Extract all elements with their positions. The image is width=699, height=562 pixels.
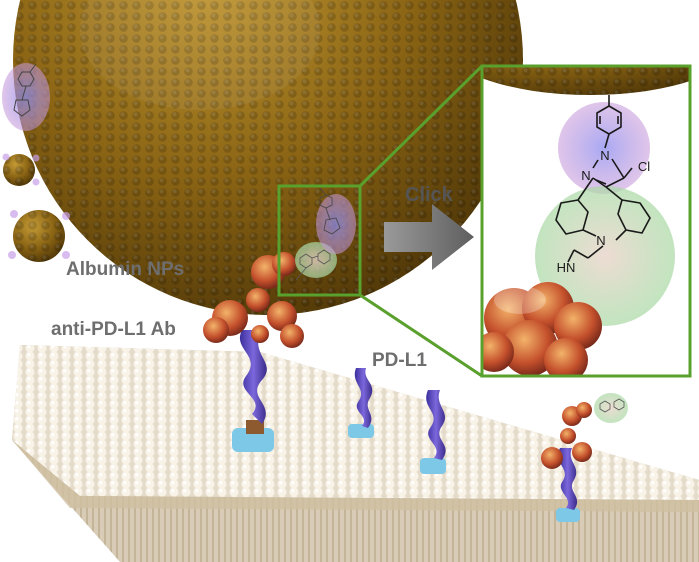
free-ligand-molecule bbox=[2, 63, 50, 131]
small-albumin-np-1 bbox=[2, 153, 40, 186]
structure-label-n-amine: N bbox=[596, 233, 605, 248]
zoom-connector-lines bbox=[358, 64, 484, 378]
inset-purple-glow bbox=[558, 102, 650, 194]
zoom-inset-box: N N Cl N HN bbox=[480, 64, 692, 378]
lipid-bilayer-membrane bbox=[12, 345, 699, 562]
structure-label-cl: Cl bbox=[638, 159, 650, 174]
inset-antibody-surface bbox=[482, 282, 602, 376]
structure-label-n-top: N bbox=[600, 148, 609, 163]
anti-pd-l1-ab-label: anti-PD-L1 Ab bbox=[51, 319, 176, 340]
structure-label-hn: HN bbox=[557, 260, 576, 275]
pd-l1-receptor-3 bbox=[420, 390, 446, 474]
albumin-nps-label: Albumin NPs bbox=[66, 259, 185, 280]
highlight-box-small bbox=[277, 184, 362, 297]
inset-green-glow bbox=[535, 186, 675, 326]
structure-label-n-ring: N bbox=[581, 168, 590, 183]
pd-l1-label: PD-L1 bbox=[372, 350, 427, 371]
pd-l1-receptor-1 bbox=[232, 330, 274, 452]
click-label: Click bbox=[405, 184, 453, 206]
pd-l1-receptor-2 bbox=[348, 368, 374, 438]
small-albumin-np-2 bbox=[8, 210, 70, 262]
click-reaction-arrow[interactable] bbox=[384, 204, 474, 270]
antibody-ligand-glow bbox=[295, 242, 337, 281]
pd-l1-receptor-4 bbox=[556, 448, 580, 522]
anti-pd-l1-antibody-2 bbox=[541, 393, 628, 469]
chemical-structure bbox=[555, 95, 651, 263]
